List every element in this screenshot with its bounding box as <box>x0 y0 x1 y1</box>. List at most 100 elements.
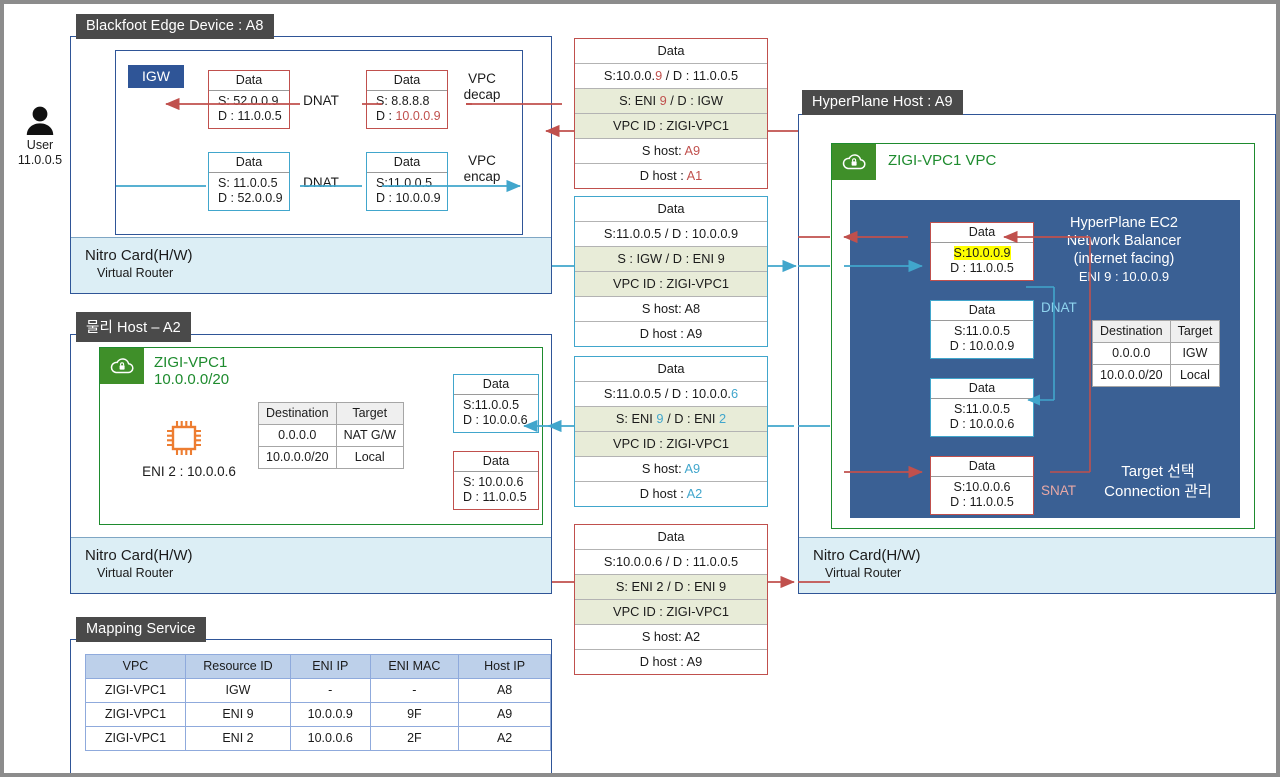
nitro-title: Nitro Card(H/W) <box>85 247 193 264</box>
route-cell: Local <box>335 446 404 469</box>
route-cell: 10.0.0.0/20 <box>1092 364 1171 387</box>
packet-row-eni: S : IGW / D : ENI 9 <box>575 246 767 271</box>
vpc-encap-l1: VPC <box>468 153 496 168</box>
eni-accent2: 2 <box>719 411 727 426</box>
nitro-subtitle: Virtual Router <box>825 566 902 580</box>
user-ip: 11.0.0.5 <box>17 153 63 167</box>
hyperplane-card-0: Data S:10.0.0.9 D : 11.0.0.5 <box>930 222 1034 281</box>
hyperplane-vpc-box: ZIGI-VPC1 VPC HyperPlane EC2 Network Bal… <box>831 143 1255 529</box>
dhost-pre: D host : <box>639 168 687 183</box>
mapping-col-vpc: VPC <box>85 654 186 679</box>
host-a2-panel: ZIGI-VPC1 10.0.0.0/20 ENI 2 : 10.0.0.6 <box>70 334 552 594</box>
balancer-line1: HyperPlane EC2 <box>1070 215 1178 231</box>
balancer-eni: ENI 9 : 10.0.0.9 <box>1078 269 1170 284</box>
mapping-cell: ENI 2 <box>184 726 292 751</box>
packet-row-ip: S:11.0.0.5 / D : 10.0.0.9 <box>575 221 767 246</box>
route-cell: 10.0.0.0/20 <box>258 446 337 469</box>
hyperplane-route-table: Destination Target 0.0.0.0 IGW 10.0.0.0/… <box>1092 320 1221 387</box>
packet-card-a9-to-a2: Data S:11.0.0.5 / D : 10.0.0.6 S: ENI 9 … <box>574 356 768 507</box>
dnat-label-bottom: DNAT <box>303 175 339 190</box>
dhost-pre: D host : <box>639 486 687 501</box>
eni-chip-icon <box>162 416 206 465</box>
blackfoot-card-1: Data S: 8.8.8.8 D : 10.0.0.9 <box>366 70 448 129</box>
card-body: S: 52.0.0.9 D : 11.0.0.5 <box>209 90 289 128</box>
hyperplane-card-1: Data S:11.0.0.5 D : 10.0.0.9 <box>930 300 1034 359</box>
mapping-cell: 10.0.0.6 <box>290 726 371 751</box>
snat-label: SNAT <box>1041 483 1077 498</box>
host-a2-card-1: Data S: 10.0.0.6 D : 11.0.0.5 <box>453 451 539 510</box>
card-header: Data <box>482 377 510 391</box>
balancer-line3: (internet facing) <box>1073 251 1175 267</box>
card-src: S:10.0.0.9 <box>937 246 1027 261</box>
mapping-col-eni-ip: ENI IP <box>290 654 371 679</box>
user-label: User <box>26 138 54 152</box>
hyperplane-title-chip: HyperPlane Host : A9 <box>802 90 963 115</box>
blackfoot-nitro-card: Nitro Card(H/W) Virtual Router <box>71 237 551 293</box>
blackfoot-inner-box: IGW Data S: 52.0.0.9 D : 11.0.0.5 DNAT D… <box>115 50 523 235</box>
hyperplane-stage: HyperPlane EC2 Network Balancer (interne… <box>850 200 1240 518</box>
mapping-service-table: VPC Resource ID ENI IP ENI MAC Host IP Z… <box>85 654 551 751</box>
packet-row-dhost: D host : A9 <box>575 649 767 674</box>
packet-row-shost: S host: A9 <box>575 138 767 163</box>
packet-row-vpcid: VPC ID : ZIGI-VPC1 <box>575 431 767 456</box>
host-a2-vpc-box: ZIGI-VPC1 10.0.0.0/20 ENI 2 : 10.0.0.6 <box>99 347 543 525</box>
card-src-highlight: S:10.0.0.9 <box>953 246 1011 260</box>
ip-pre: S:10.0.0. <box>603 68 656 83</box>
mapping-cell: 2F <box>369 726 460 751</box>
eni-pre: S: ENI <box>615 411 657 426</box>
mapping-header-row: VPC Resource ID ENI IP ENI MAC Host IP <box>85 654 551 679</box>
packet-row-shost: S host: A2 <box>575 624 767 649</box>
packet-row-eni: S: ENI 9 / D : ENI 2 <box>575 406 767 431</box>
blackfoot-panel: IGW Data S: 52.0.0.9 D : 11.0.0.5 DNAT D… <box>70 36 552 294</box>
card-body: S:11.0.0.5 D : 10.0.0.9 <box>931 320 1033 358</box>
packet-row-dhost: D host : A9 <box>575 321 767 346</box>
ip-accent: 6 <box>730 386 739 401</box>
packet-card-a9-to-a1: Data S:10.0.0.9 / D : 11.0.0.5 S: ENI 9 … <box>574 38 768 189</box>
route-col-destination: Destination <box>1092 320 1171 343</box>
route-table-row: 0.0.0.0 IGW <box>1092 342 1221 365</box>
card-dst: D : 11.0.0.5 <box>950 495 1014 509</box>
vpc-cloud-icon <box>100 348 144 384</box>
eni-accent: 9 <box>659 93 667 108</box>
mapping-cell: ZIGI-VPC1 <box>85 702 186 727</box>
packet-row-vpcid: VPC ID : ZIGI-VPC1 <box>575 271 767 296</box>
eni-accent: 9 <box>656 411 664 426</box>
card-body: S:11.0.0.5 D : 10.0.0.6 <box>454 394 538 432</box>
card-dst: D : 11.0.0.5 <box>950 261 1014 275</box>
host-a2-nitro-card: Nitro Card(H/W) Virtual Router <box>71 537 551 593</box>
mapping-col-host-ip: Host IP <box>458 654 551 679</box>
card-src: S: 11.0.0.5 <box>218 176 278 190</box>
packet-row-ip: S:11.0.0.5 / D : 10.0.0.6 <box>575 381 767 406</box>
card-body: S:10.0.0.6 D : 11.0.0.5 <box>931 476 1033 514</box>
card-header: Data <box>968 381 996 395</box>
card-header: Data <box>235 73 263 87</box>
card-src: S:10.0.0.6 <box>953 480 1011 494</box>
card-dst: D : 10.0.0.6 <box>949 417 1015 431</box>
route-table-header-row: Destination Target <box>1092 320 1221 343</box>
hyperplane-card-3: Data S:10.0.0.6 D : 11.0.0.5 <box>930 456 1034 515</box>
card-header: Data <box>393 155 421 169</box>
card-body: S: 10.0.0.6 D : 11.0.0.5 <box>454 471 538 509</box>
route-table-header-row: Destination Target <box>258 402 404 425</box>
shost-accent: A9 <box>684 461 701 476</box>
mapping-table-row: ZIGI-VPC1 ENI 9 10.0.0.9 9F A9 <box>85 702 551 727</box>
mapping-cell: IGW <box>184 678 292 703</box>
packet-row-eni: S: ENI 9 / D : IGW <box>575 88 767 113</box>
mapping-table-row: ZIGI-VPC1 IGW - - A8 <box>85 678 551 703</box>
card-header: Data <box>235 155 263 169</box>
mapping-cell: - <box>369 678 460 703</box>
dnat-label: DNAT <box>1041 300 1077 315</box>
host-a2-vpc-title: ZIGI-VPC1 10.0.0.0/20 <box>154 354 229 388</box>
packet-row-shost: S host: A8 <box>575 296 767 321</box>
shost-accent: A9 <box>684 143 701 158</box>
user-block: User 11.0.0.5 <box>12 104 68 168</box>
eni-mid: / D : ENI <box>663 411 719 426</box>
mapping-cell: ENI 9 <box>184 702 292 727</box>
nitro-title: Nitro Card(H/W) <box>813 547 921 564</box>
packet-row-data: Data <box>657 529 685 544</box>
mapping-cell: 10.0.0.9 <box>290 702 371 727</box>
vpc-encap-label: VPC encap <box>454 153 510 185</box>
vpc-decap-l1: VPC <box>468 71 496 86</box>
mapping-service-title-chip: Mapping Service <box>76 617 206 642</box>
route-col-target: Target <box>1169 320 1221 343</box>
